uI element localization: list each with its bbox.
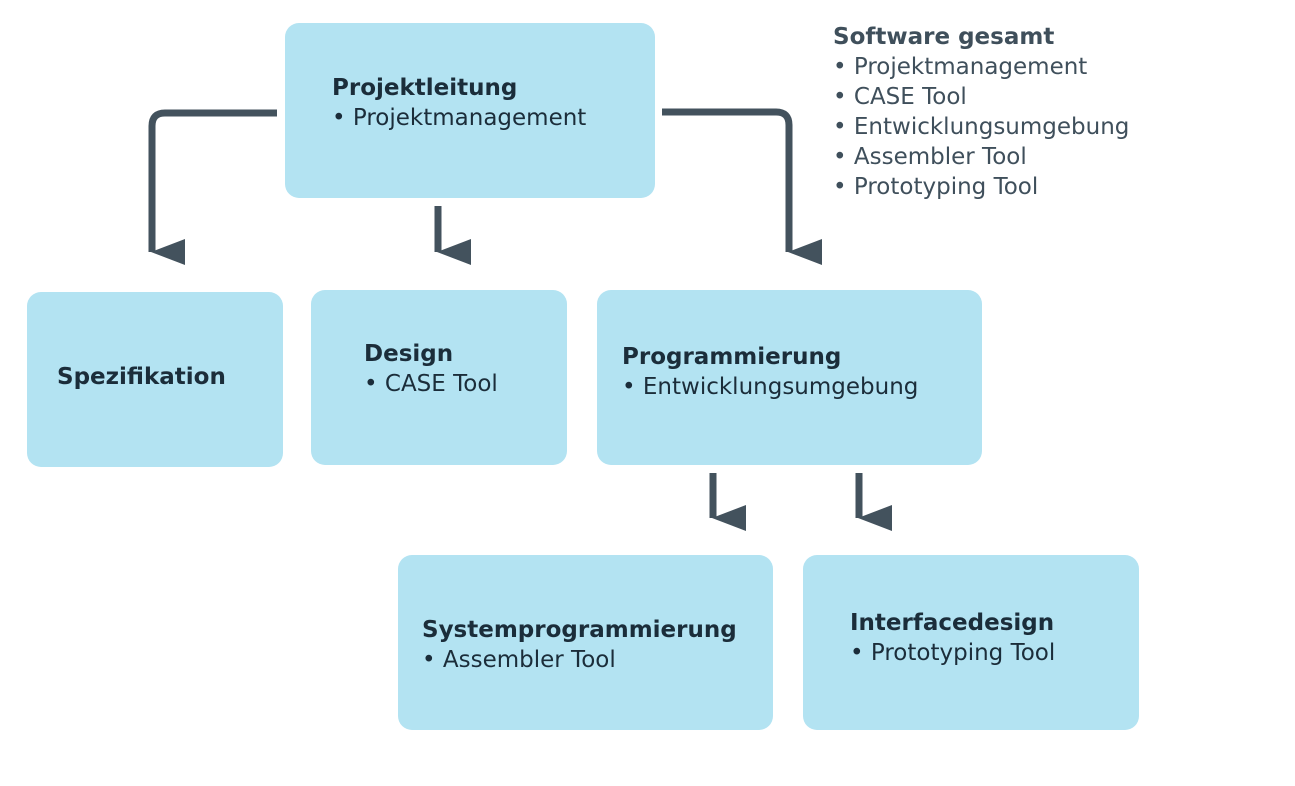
box-item: Projektmanagement [332, 103, 586, 133]
box-spezifikation: Spezifikation [27, 292, 283, 467]
box-design: Design CASE Tool [311, 290, 567, 465]
box-title: Interfacedesign [850, 610, 1055, 636]
legend-item: CASE Tool [833, 82, 1129, 112]
legend-item: Assembler Tool [833, 142, 1129, 172]
arrow-projektleitung-to-programmierung [662, 108, 822, 265]
box-programmierung: Programmierung Entwicklungsumgebung [597, 290, 982, 465]
box-systemprogrammierung: Systemprogrammierung Assembler Tool [398, 555, 773, 730]
box-title: Spezifikation [57, 364, 226, 390]
legend-title: Software gesamt [833, 24, 1055, 50]
box-interfacedesign: Interfacedesign Prototyping Tool [803, 555, 1139, 730]
box-title: Projektleitung [332, 75, 518, 101]
arrow-projektleitung-to-spezifikation [148, 109, 277, 265]
box-title: Systemprogrammierung [422, 617, 737, 643]
box-item: CASE Tool [364, 369, 498, 399]
legend-item: Prototyping Tool [833, 172, 1129, 202]
legend-item: Projektmanagement [833, 52, 1129, 82]
legend-item: Entwicklungsumgebung [833, 112, 1130, 142]
legend-software-gesamt: Software gesamt Projektmanagement CASE T… [833, 22, 1129, 202]
box-item: Assembler Tool [422, 645, 737, 675]
box-item: Entwicklungsumgebung [622, 372, 919, 402]
box-projektleitung: Projektleitung Projektmanagement [285, 23, 655, 198]
box-item: Prototyping Tool [850, 638, 1055, 668]
box-title: Programmierung [622, 344, 842, 370]
box-title: Design [364, 341, 454, 367]
